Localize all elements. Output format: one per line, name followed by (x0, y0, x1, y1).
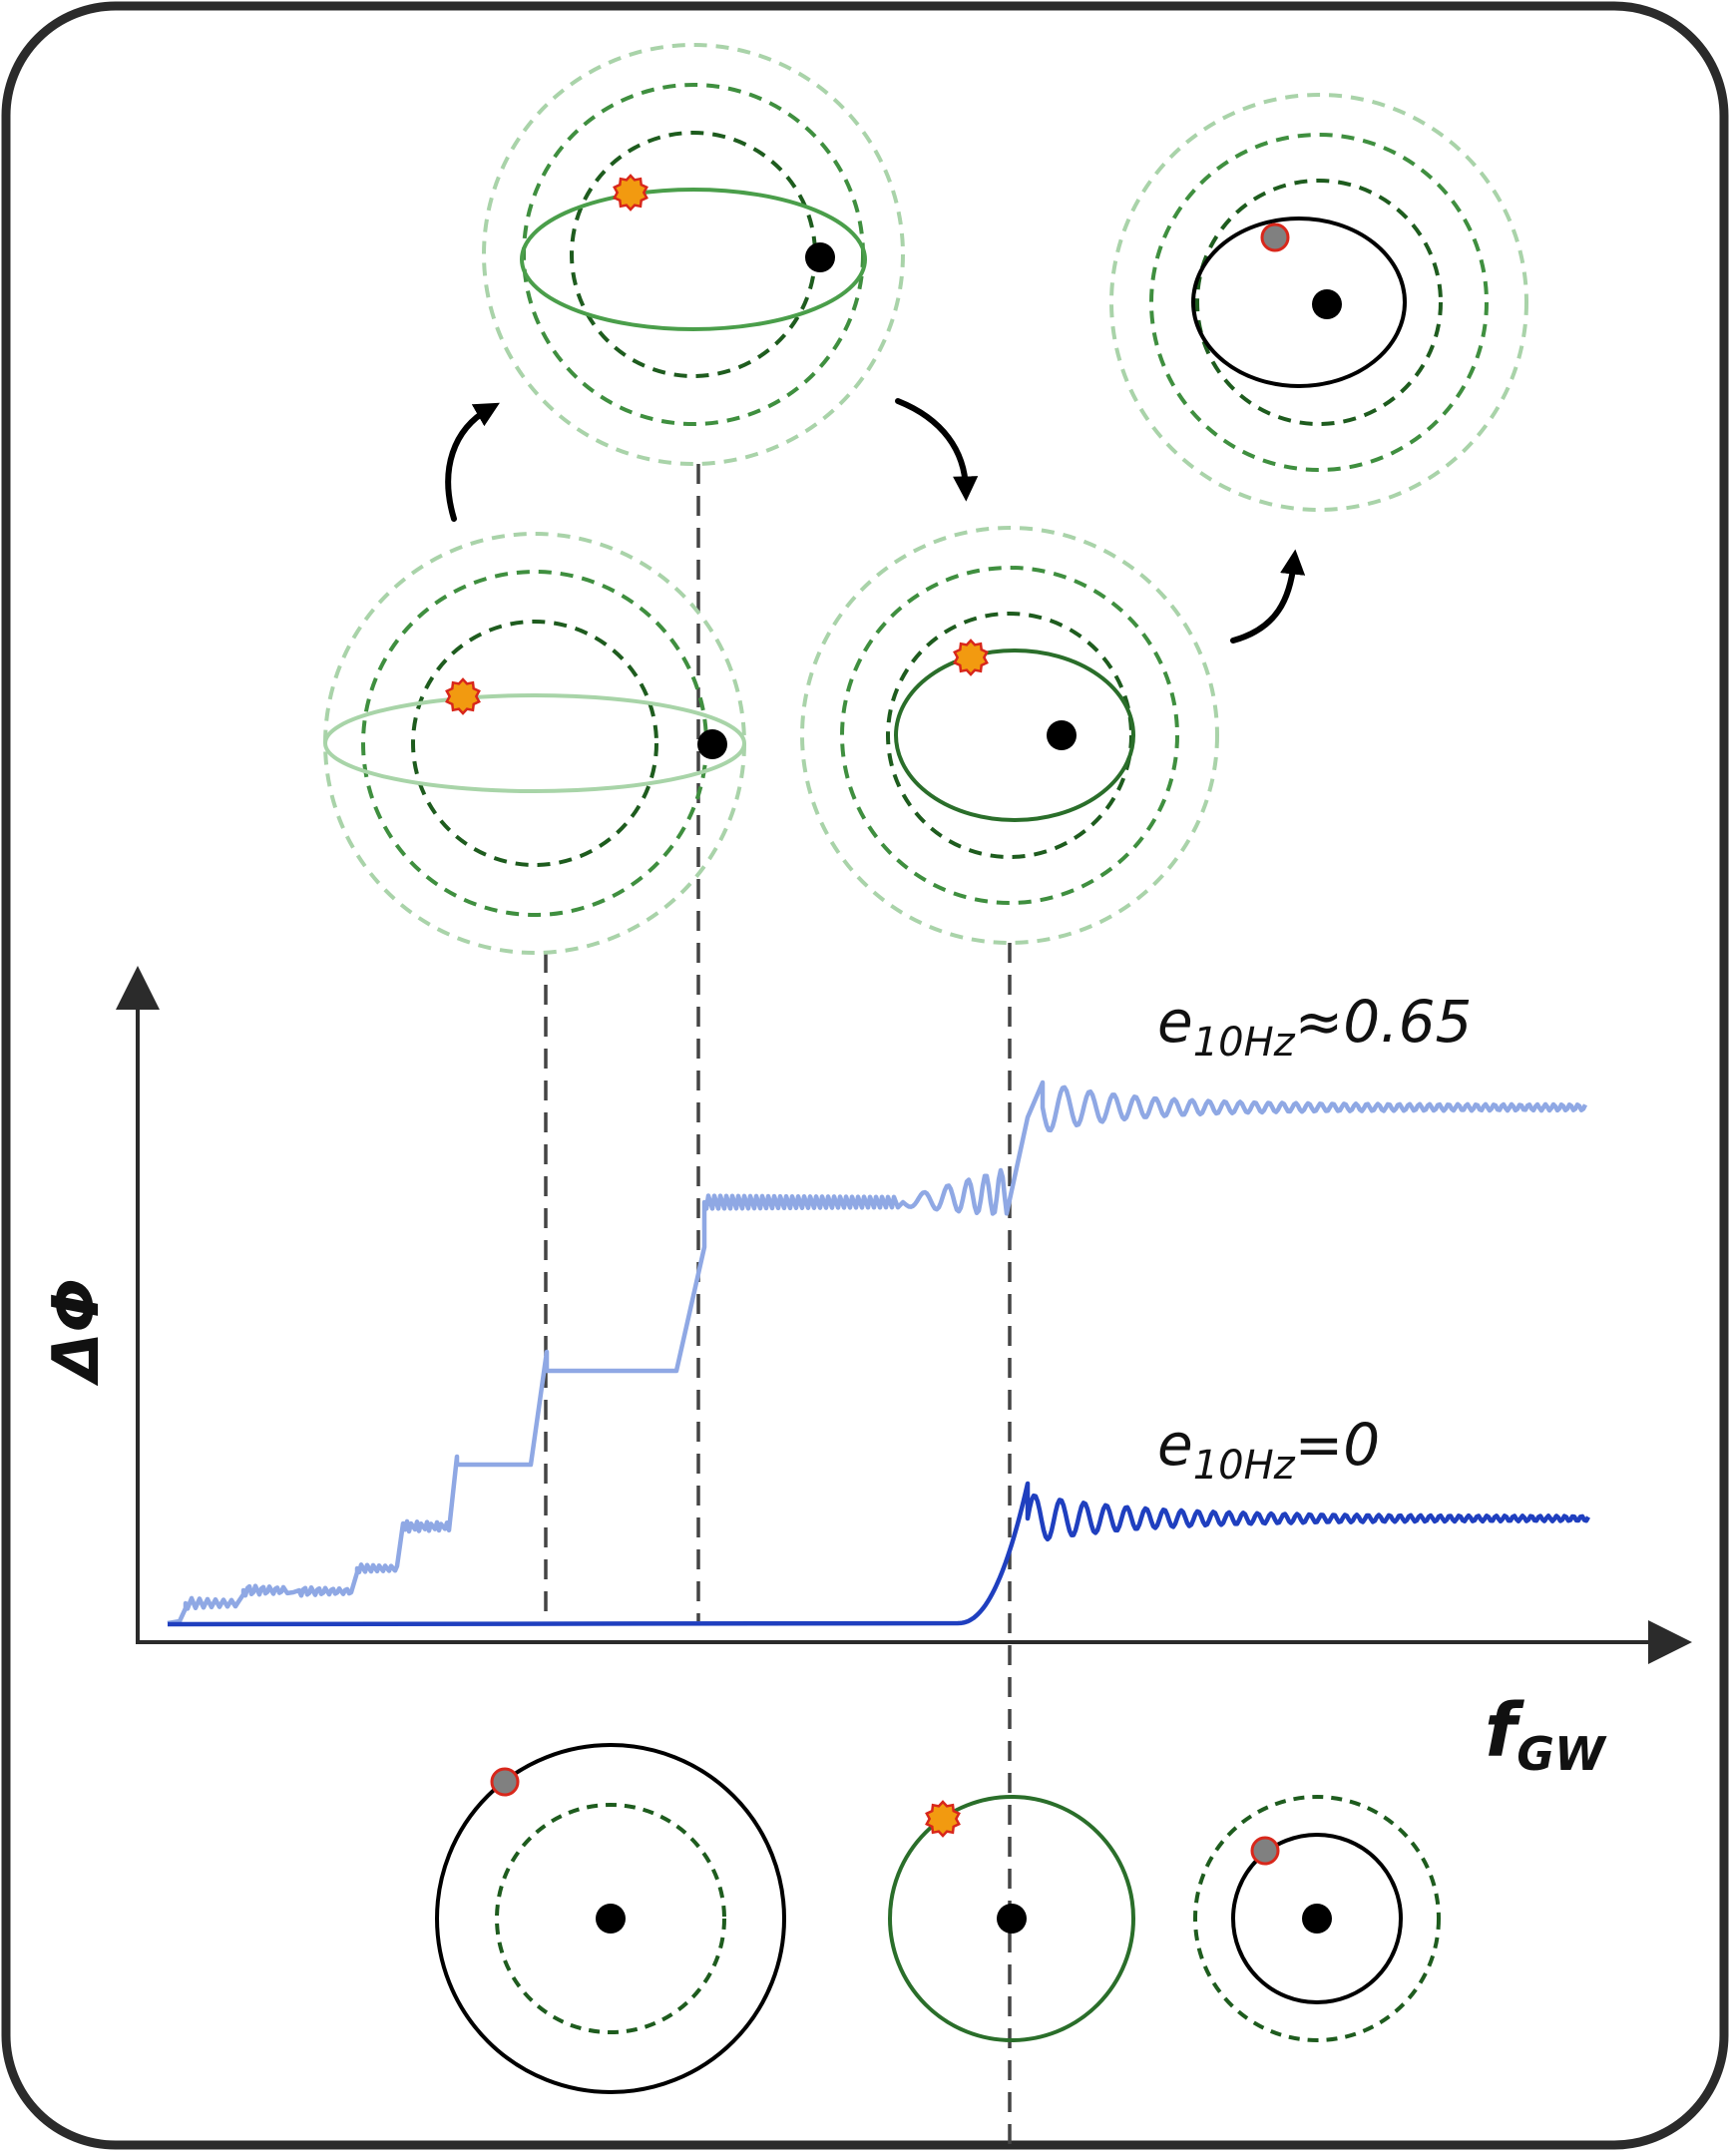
orbit-circle (888, 1795, 1135, 2042)
binary-system-3 (800, 526, 1219, 945)
guide-lines (544, 464, 1012, 2156)
curved-arrow-icon (895, 398, 979, 502)
axes (116, 966, 1692, 1664)
black-dot-icon (596, 1904, 626, 1934)
ring-mid (840, 566, 1179, 905)
black-dot-icon (805, 242, 835, 272)
star-burst-icon (445, 677, 481, 715)
star-burst-icon (613, 174, 649, 212)
evolution-arrows (445, 398, 1306, 644)
star-burst-icon (925, 1800, 961, 1838)
circular-phase-curve (167, 1481, 1590, 1627)
ring-dark (1193, 1795, 1441, 2042)
ring-dark (411, 620, 658, 867)
orbit-ellipse (323, 693, 746, 793)
x-axis-label: fGW (1485, 1688, 1607, 1781)
bottom-system-1 (435, 1743, 786, 2094)
bottom-system-2 (888, 1795, 1135, 2042)
curved-arrow-icon (445, 402, 500, 522)
eccentric-phase-curve (167, 1079, 1588, 1626)
orbit-ellipse (520, 188, 867, 331)
ring-dark (495, 1803, 726, 2034)
black-dot-icon (1312, 289, 1342, 319)
ring-light (1109, 93, 1528, 512)
binary-system-1 (323, 532, 746, 955)
orbit-circle (435, 1743, 786, 2094)
bottom-system-3 (1193, 1795, 1441, 2042)
orbit-ellipse (1191, 216, 1407, 388)
ring-light (800, 526, 1219, 945)
binary-system-2 (482, 43, 905, 466)
ring-mid (1149, 133, 1489, 472)
orbit-circle (1231, 1833, 1403, 2004)
black-dot-icon (697, 729, 727, 759)
ring-dark (1195, 179, 1443, 426)
curved-arrow-icon (1230, 549, 1306, 644)
circular-curve-label: e10Hz=0 (1157, 1411, 1380, 1489)
ring-light (482, 43, 905, 466)
x-axis-arrowhead (1648, 1620, 1692, 1664)
orbit-ellipse (894, 648, 1135, 822)
binary-system-4 (1109, 93, 1528, 512)
black-dot-icon (1047, 720, 1077, 750)
grey-dot-icon (490, 1767, 520, 1797)
y-axis-arrowhead (116, 966, 160, 1010)
eccentric-curve-label: e10Hz≈0.65 (1157, 988, 1472, 1066)
grey-dot-icon (1250, 1836, 1280, 1866)
black-dot-icon (997, 1904, 1027, 1934)
star-burst-icon (953, 639, 989, 676)
black-dot-icon (1302, 1904, 1332, 1934)
y-axis-label: ΔΦ (40, 1278, 114, 1387)
grey-dot-icon (1260, 222, 1290, 252)
